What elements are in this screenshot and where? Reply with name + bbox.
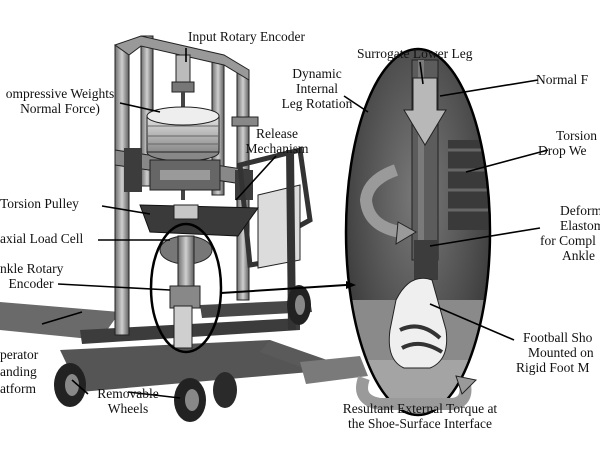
label-ankle-rotary-encoder: nkle Rotary Encoder (0, 261, 64, 291)
ankle-highlight-oval (149, 222, 223, 354)
label-deformable-elastomer: Deformal Elastom for Compl Ankle (540, 203, 600, 263)
label-input-rotary-encoder: Input Rotary Encoder (188, 29, 305, 44)
inset-photo (344, 47, 492, 417)
label-compressive-weights: ompressive Weights Normal Force) (5, 86, 115, 116)
label-football-shoe: Football Sho Mounted on Rigid Foot M (516, 330, 594, 375)
label-operator-platform: perator anding atform (0, 347, 39, 396)
connector-line (220, 284, 347, 294)
leader-lines (41, 48, 549, 399)
weight-stack (146, 54, 259, 200)
label-axial-load-cell: axial Load Cell (0, 231, 84, 246)
wheels (54, 285, 311, 422)
pulley-assembly (139, 204, 259, 349)
label-surrogate-lower-leg: Surrogate Lower Leg (357, 46, 473, 61)
label-normal-force: Normal F (536, 72, 589, 87)
label-torsion-drop-weight: Torsion Drop We (538, 128, 598, 158)
label-removable-wheels: Removable Wheels (97, 386, 159, 416)
label-dynamic-internal-leg-rotation: Dynamic Internal Leg Rotation (281, 66, 353, 111)
label-resultant-torque: Resultant External Torque at the Shoe-Su… (342, 401, 498, 431)
label-release-mechanism: Release Mechanism (245, 126, 309, 156)
label-torsion-pulley: Torsion Pulley (0, 196, 79, 211)
